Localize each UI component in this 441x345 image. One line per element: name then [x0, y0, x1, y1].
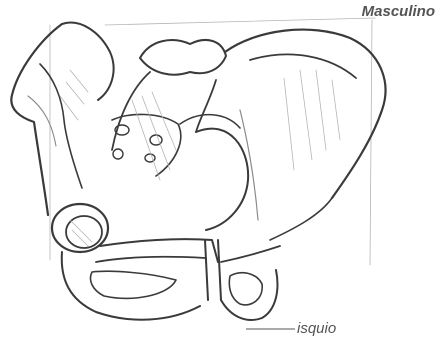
pubic-region	[96, 239, 280, 300]
right-iliac-wing	[225, 30, 385, 240]
left-ischium	[62, 252, 200, 320]
left-acetabulum	[52, 204, 108, 252]
callout-label-isquio: isquio	[297, 320, 336, 337]
right-ischium	[221, 270, 277, 320]
pelvic-inlet	[180, 115, 248, 230]
figure-title: Masculino	[362, 3, 435, 20]
left-iliac-wing	[11, 23, 113, 215]
sacrum	[112, 40, 226, 180]
